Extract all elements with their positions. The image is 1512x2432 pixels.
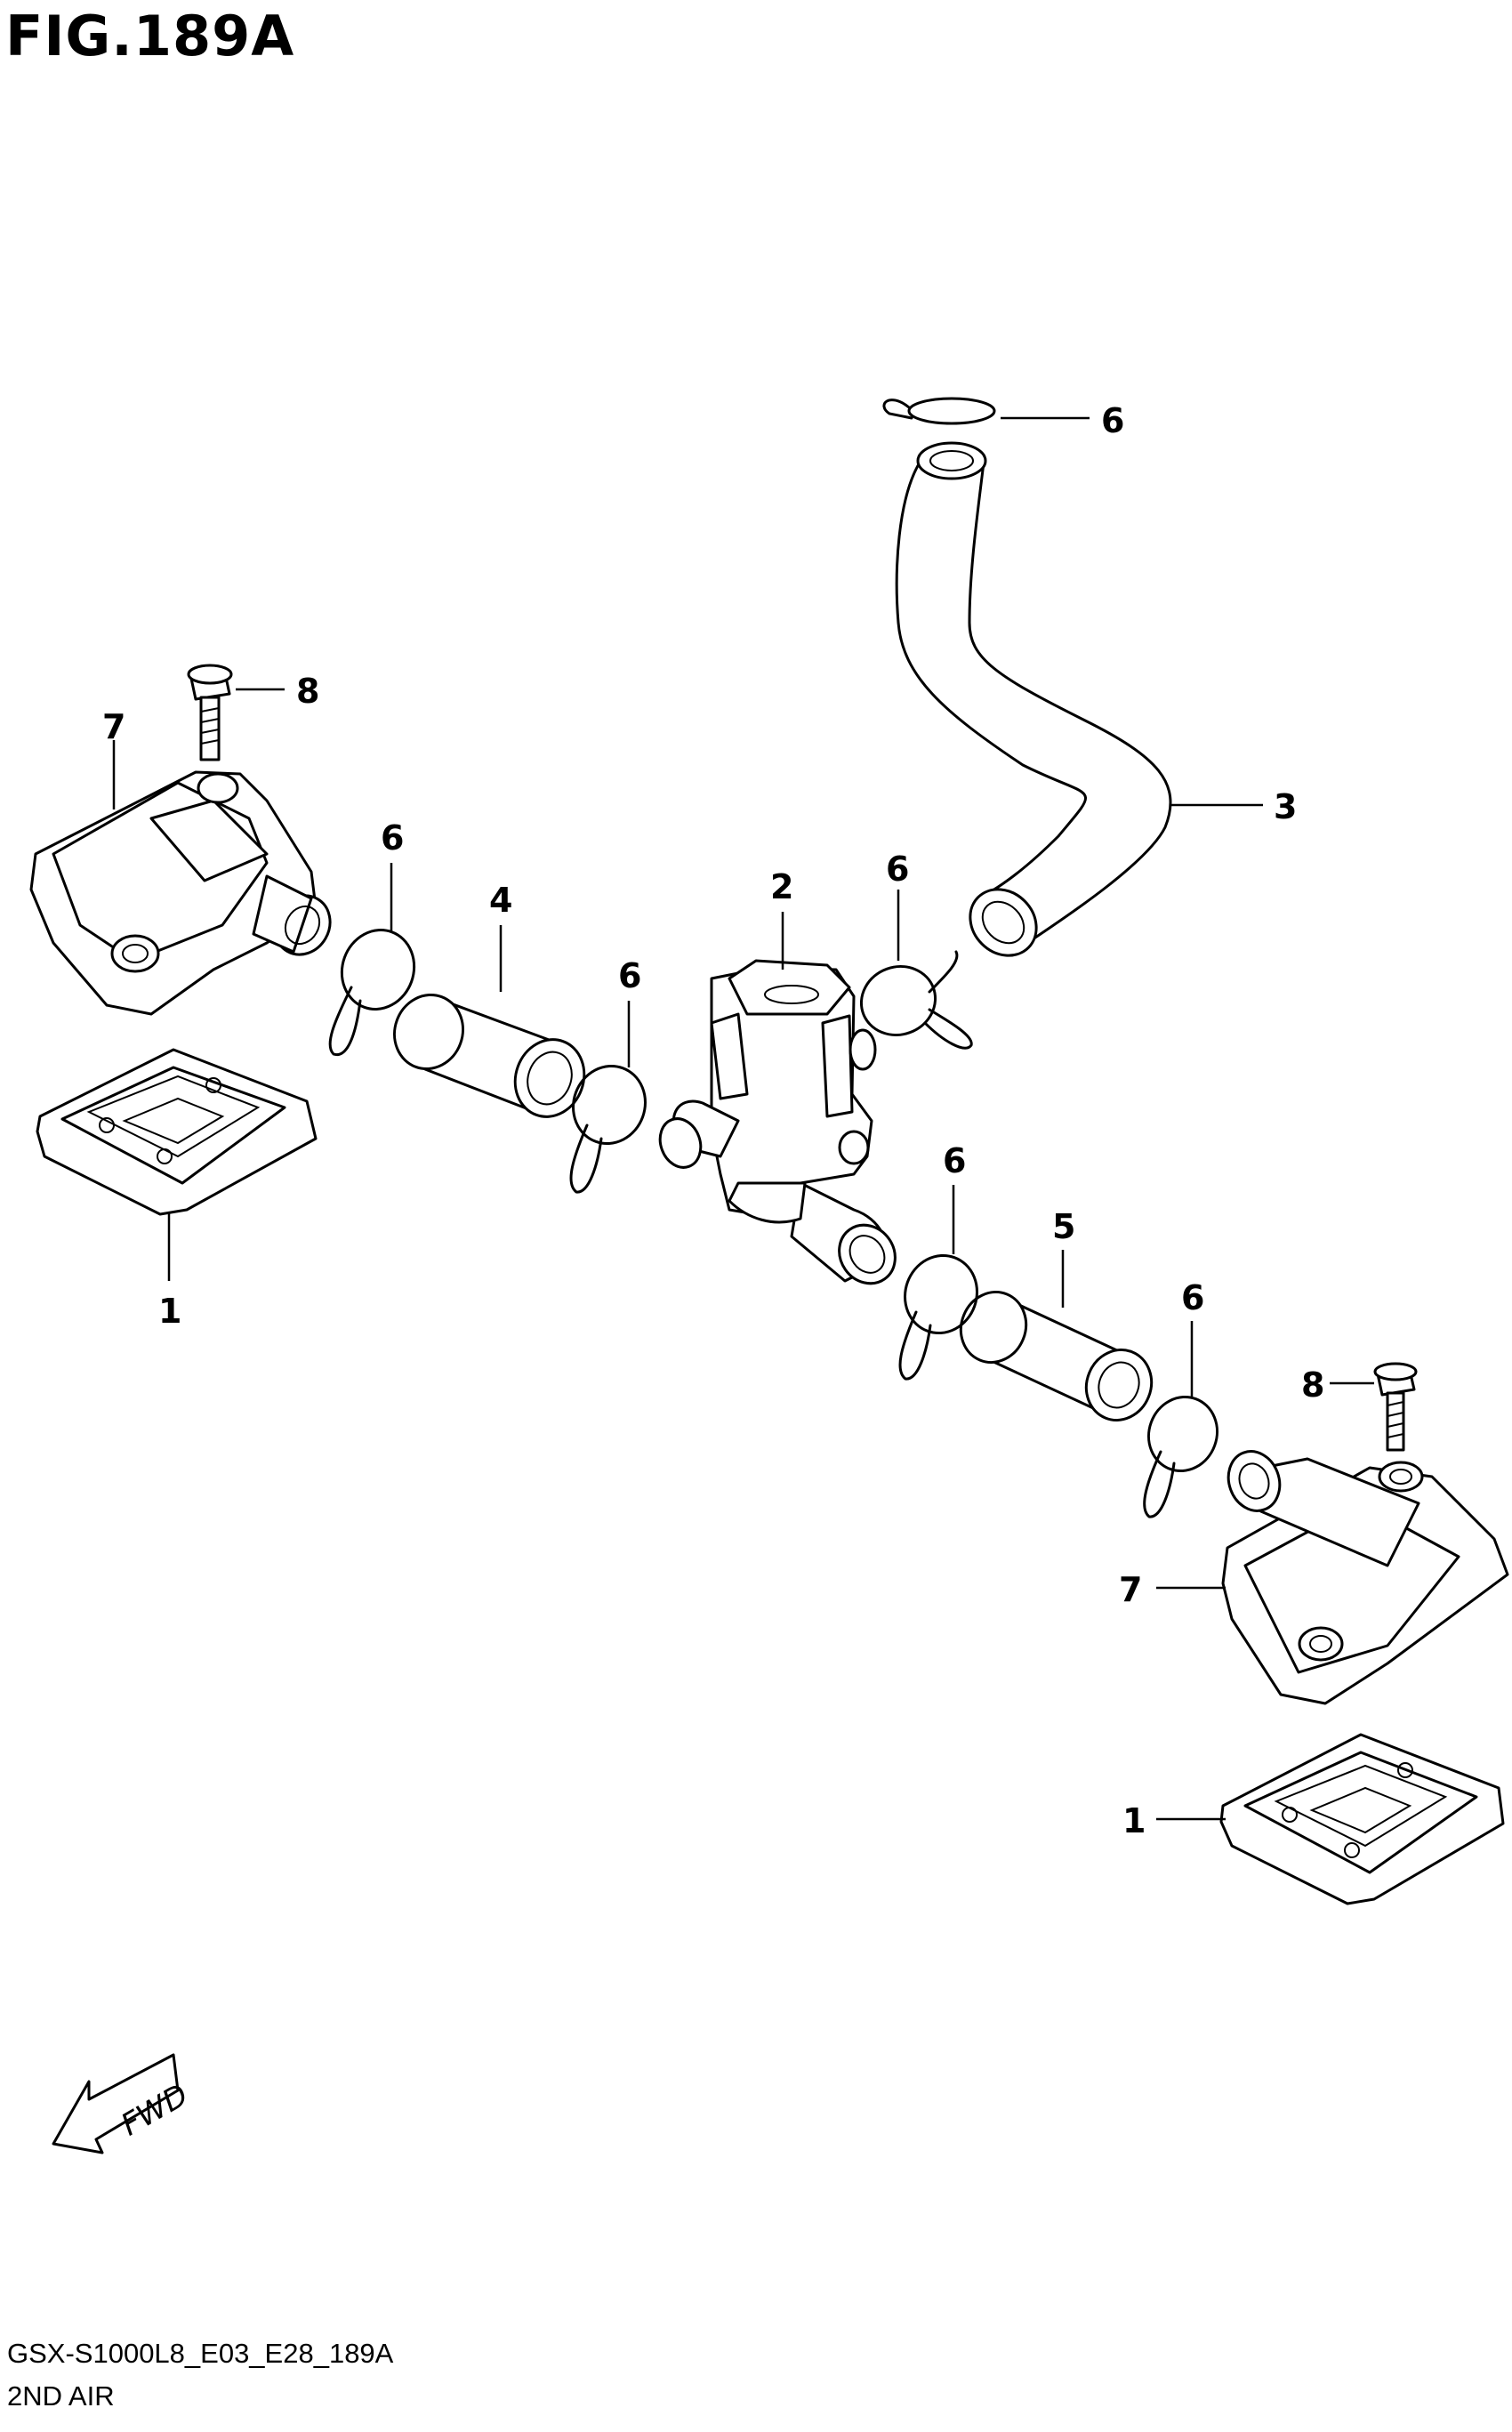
hose-upper[interactable] (895, 441, 1172, 969)
cover-left[interactable] (29, 770, 341, 1016)
callout-clamp-top: 6 (1101, 401, 1124, 440)
footer-code: GSX-S1000L8_E03_E28_189A (7, 2338, 394, 2369)
callout-hose-upper: 3 (1274, 787, 1297, 826)
hose-left[interactable] (384, 986, 595, 1127)
callout-pair-valve: 2 (770, 867, 793, 906)
clamp-top[interactable] (882, 397, 996, 425)
callout-clamp-right: 6 (1181, 1278, 1204, 1317)
hose-right[interactable] (951, 1282, 1162, 1429)
footer-name: 2ND AIR (7, 2380, 115, 2412)
pair-valve[interactable] (654, 959, 906, 1294)
callout-cover-right: 7 (1119, 1570, 1142, 1609)
callout-clamp-left-a: 6 (381, 818, 404, 858)
fwd-arrow-icon: FWD (52, 2053, 194, 2154)
callout-clamp-center-lower: 6 (943, 1141, 966, 1180)
callout-clamp-left-b: 6 (618, 956, 641, 995)
bolt-left[interactable] (187, 664, 233, 761)
clamp-right[interactable] (1138, 1388, 1227, 1518)
callout-hose-right: 5 (1052, 1207, 1075, 1246)
callout-reed-valve-left: 1 (158, 1292, 181, 1331)
reed-valve-left[interactable] (36, 1048, 318, 1216)
clamp-center-lower[interactable] (894, 1245, 987, 1381)
callout-bolt-left: 8 (296, 672, 319, 711)
callout-bolt-right: 8 (1301, 1365, 1324, 1405)
figure-title: FIG.189A (5, 4, 295, 68)
bolt-right[interactable] (1373, 1362, 1418, 1452)
callout-reed-valve-right: 1 (1122, 1801, 1146, 1840)
reed-valve-right[interactable] (1219, 1733, 1505, 1905)
clamp-center-upper[interactable] (852, 950, 973, 1050)
callout-cover-left: 7 (102, 707, 125, 746)
cover-right[interactable] (1220, 1444, 1509, 1705)
clamp-left-b[interactable] (562, 1056, 655, 1194)
callout-hose-left: 4 (489, 881, 512, 920)
callout-clamp-center-upper: 6 (886, 850, 909, 889)
leader-lines (112, 416, 1374, 1821)
